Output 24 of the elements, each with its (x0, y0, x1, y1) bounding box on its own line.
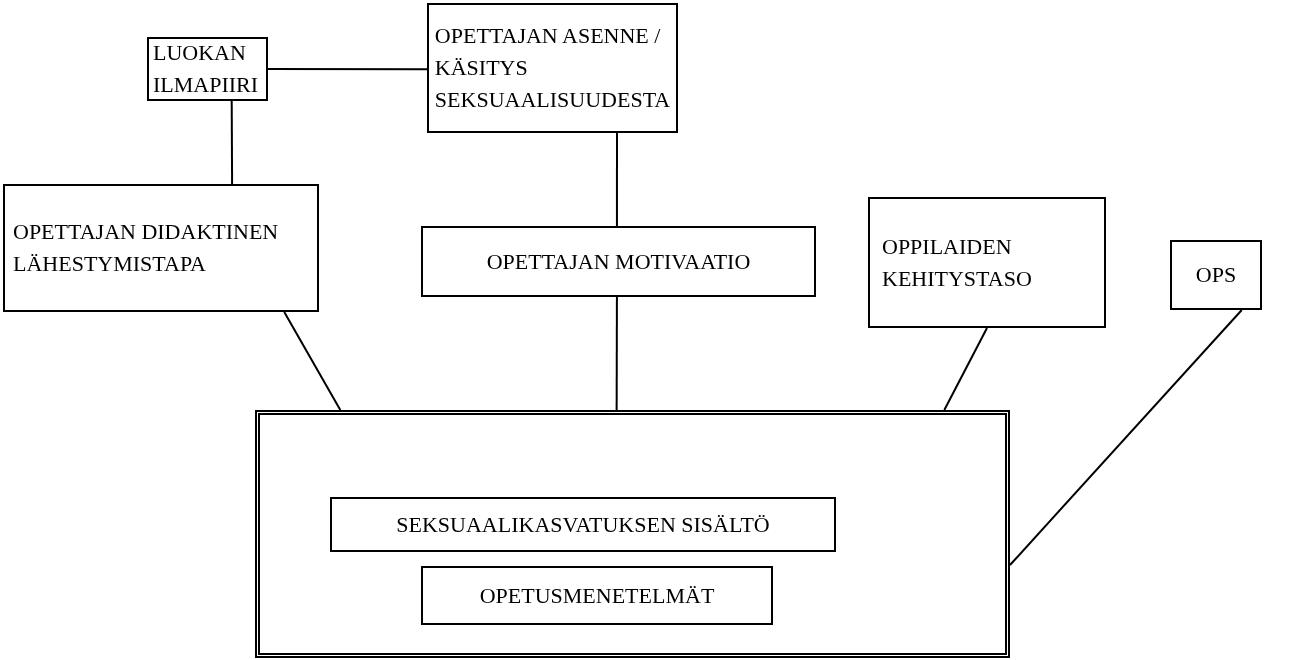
box-label: OPS (1195, 261, 1237, 289)
text-box (421, 226, 816, 297)
connector-line (615, 296, 618, 411)
connector-line (943, 327, 988, 411)
text-box (421, 566, 773, 625)
box-label: OPETUSMENETELMÄT (479, 581, 715, 610)
connector-line (615, 132, 618, 227)
box-label: OPETTAJAN MOTIVAATIO (486, 247, 751, 276)
text-box (868, 197, 1106, 328)
box-label: SEKSUAALIKASVATUKSEN SISÄLTÖ (396, 510, 770, 539)
connector-line (1009, 309, 1243, 566)
container-box (255, 410, 1010, 658)
box-label: OPETTAJAN ASENNE / KÄSITYS SEKSUAALISUUDESTA (434, 22, 671, 114)
connector-line (230, 100, 234, 185)
text-box (330, 497, 836, 552)
box-label: OPPILAIDEN KEHITYSTASO (882, 232, 1033, 293)
box-label: LUOKAN ILMAPIIRI (153, 39, 260, 99)
connector-line (267, 68, 428, 71)
connector-line (283, 311, 342, 411)
text-box (427, 3, 678, 133)
text-box (1170, 240, 1262, 310)
box-label: OPETTAJAN DIDAKTINEN LÄHESTYMISTAPA (13, 218, 280, 278)
text-box (3, 184, 319, 312)
text-box (147, 37, 268, 101)
